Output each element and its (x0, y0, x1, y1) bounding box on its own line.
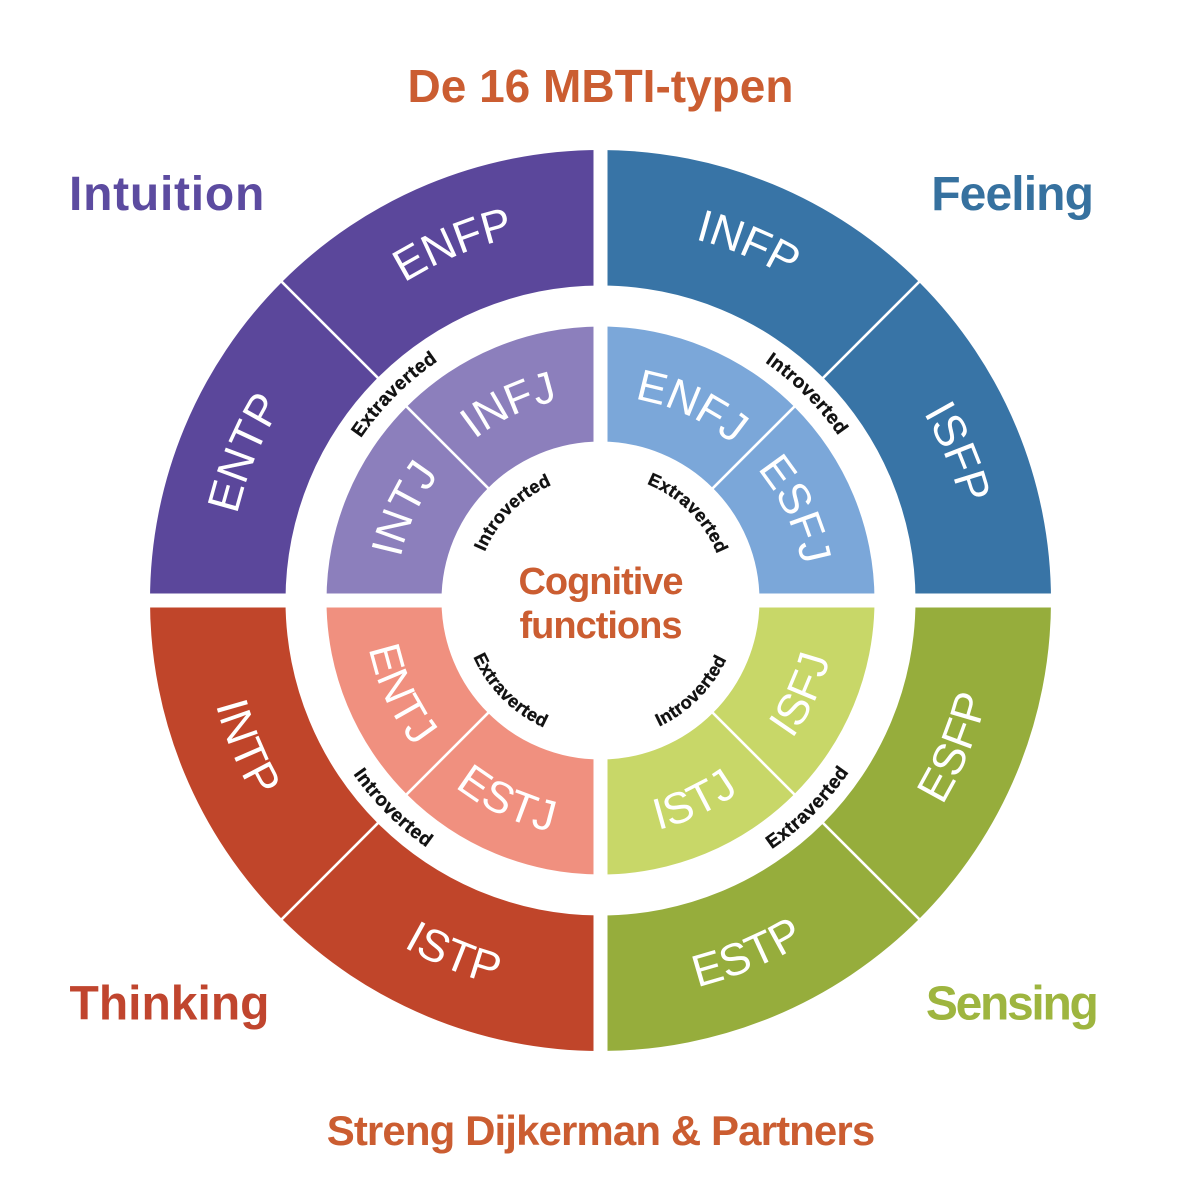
wheel-segments (150, 150, 1051, 1051)
center-label-line2: functions (520, 605, 682, 647)
segment-estj (406, 712, 601, 875)
segment-entp (150, 281, 378, 601)
segment-infp (600, 150, 920, 378)
segment-istj (600, 712, 795, 875)
segment-isfp (823, 281, 1051, 601)
segment-enfj (600, 326, 795, 489)
divider-line (275, 275, 602, 602)
divider-line (599, 599, 926, 926)
segment-entj (326, 600, 489, 795)
quadrant-label-sensing: Sensing (926, 977, 1097, 1030)
quadrant-label-thinking: Thinking (70, 977, 270, 1030)
segment-esfj (712, 406, 875, 601)
segment-istp (281, 823, 601, 1051)
axis-gap-horizontal (140, 593, 1061, 608)
divider-line (599, 275, 926, 602)
segment-esfp (823, 600, 1051, 920)
segment-infj (406, 326, 601, 489)
segment-intj (326, 406, 489, 601)
segment-dividers (140, 140, 1061, 1061)
segment-estp (600, 823, 920, 1051)
footer-caption: Streng Dijkerman & Partners (327, 1107, 875, 1154)
page-title: De 16 MBTI-typen (408, 60, 794, 112)
center-label-line1: Cognitive (518, 561, 682, 603)
segment-intp (150, 600, 378, 920)
quadrant-label-intuition: Intuition (69, 168, 265, 221)
divider-line (275, 599, 602, 926)
segment-enfp (281, 150, 601, 378)
quadrant-label-feeling: Feeling (931, 168, 1093, 221)
segment-isfj (712, 600, 875, 795)
